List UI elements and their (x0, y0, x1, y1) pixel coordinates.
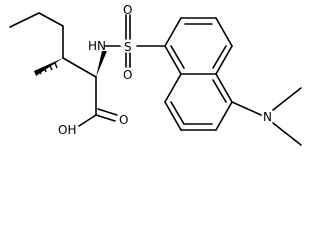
atom-label-n-amine: N (263, 110, 272, 124)
ring-b-bond-1 (164, 73, 182, 103)
atom-label-s: S (124, 40, 132, 54)
ring-a-bond-6 (164, 45, 182, 75)
ring-b-inner-1 (170, 101, 185, 125)
bond-n-methyl-top (272, 87, 302, 111)
hashed-bond-methyl (39, 62, 58, 75)
atom-label-o-carbonyl: O (119, 113, 128, 127)
atom-label-o-top: O (123, 3, 132, 17)
bond-ch-to-alpha (62, 57, 97, 78)
bond-ethyl-1 (9, 12, 40, 28)
atom-label-oh: OH (58, 123, 76, 137)
ring-a-bond-4 (215, 45, 233, 75)
ring-a-bond-1 (164, 17, 182, 47)
ring-b-bond-5 (215, 73, 233, 103)
bond-carboxyl-to-oh (78, 114, 97, 127)
ring-a-inner-2 (170, 45, 185, 69)
ring-a-bond-3 (215, 17, 233, 47)
atom-label-nh: HN (88, 39, 106, 53)
bond-ring-to-n (231, 101, 262, 116)
bond-carbonyl-a (95, 114, 116, 122)
ring-b-bond-4 (215, 101, 233, 131)
bond-carbonyl-b (97, 108, 118, 116)
ring-a-inner-3 (212, 45, 227, 69)
ring-b-inner-2 (212, 79, 227, 103)
bond-n-methyl-bottom (272, 122, 302, 146)
wedge-bond-alpha-nh (96, 51, 107, 77)
bond-ethyl-2 (38, 12, 64, 27)
structure-canvas: HN S O O O OH N (9, 3, 302, 146)
ring-b-bond-2 (164, 101, 182, 131)
wedge-bond-methyl (34, 58, 63, 76)
chemical-structure-diagram: HN S O O O OH N (9, 3, 302, 146)
atom-label-o-bottom: O (123, 68, 132, 82)
